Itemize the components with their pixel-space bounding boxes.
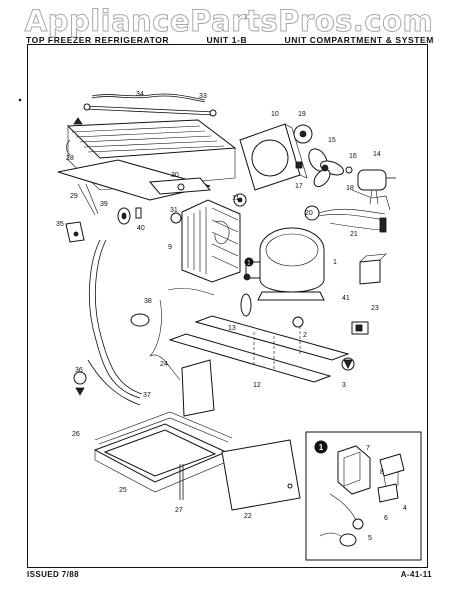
part-drain-31 (170, 212, 182, 224)
part-rack-26 (94, 411, 233, 445)
callout-31: 31 (170, 207, 178, 214)
callout-39: 39 (100, 201, 108, 208)
callout-15: 15 (328, 137, 336, 144)
callout-9: 9 (168, 244, 172, 251)
callout-18: 18 (346, 185, 354, 192)
callout-26: 26 (72, 431, 80, 438)
part-condenser-28 (65, 117, 237, 191)
callout-labels: 34 33 10 19 15 16 14 18 17 28 30 29 11 3… (56, 91, 381, 520)
inset-marker-label: 1 (319, 443, 324, 452)
part-rear-panel-22 (221, 439, 301, 511)
callout-23: 23 (371, 305, 379, 312)
callout-24: 24 (160, 361, 168, 368)
callout-2: 2 (303, 332, 307, 339)
callout-17: 17 (295, 183, 303, 190)
callout-35: 35 (56, 221, 64, 228)
part-start-relay-41 (359, 253, 387, 285)
part-clip-17 (295, 161, 303, 169)
detail-marker-label: 1 (247, 261, 251, 267)
callout-13: 13 (228, 325, 236, 332)
diagram-frame (27, 44, 428, 568)
callout-14: 14 (373, 151, 381, 158)
part-evaporator-9 (181, 199, 241, 283)
part-base-rails-12 (168, 315, 350, 417)
callout-11: 11 (232, 195, 239, 202)
callout-38: 38 (144, 298, 152, 305)
issued-date: ISSUED 7/88 (27, 570, 79, 579)
callout-40: 40 (137, 225, 145, 232)
part-tube-34 (91, 93, 206, 103)
part-tube-27 (179, 464, 184, 500)
part-harness-24 (149, 288, 215, 381)
page-header: TOP FREEZER REFRIGERATOR UNIT 1-B UNIT C… (26, 35, 434, 45)
callout-21: 21 (350, 231, 358, 238)
callout-28: 28 (66, 155, 74, 162)
detail-marker-icon (244, 257, 254, 267)
part-compressor-1 (243, 227, 325, 301)
callout-33: 33 (199, 93, 207, 100)
part-mount-3 (341, 357, 355, 371)
part-drain-pan-25 (93, 423, 228, 493)
callout-41: 41 (342, 295, 350, 302)
header-left: TOP FREEZER REFRIGERATOR (26, 35, 170, 45)
page-number: A-41-11 (400, 570, 432, 579)
part-fan-motor-14 (357, 169, 396, 205)
part-grommet-2 (292, 316, 304, 328)
part-drain-hose-37 (87, 239, 143, 406)
part-wiring-21 (329, 217, 387, 233)
part-bracket-30 (148, 177, 212, 195)
callout-27: 27 (175, 507, 183, 514)
inset-callout-6: 6 (384, 515, 388, 522)
inset-callout-5: 5 (368, 535, 372, 542)
header-right: UNIT COMPARTMENT & SYSTEM (284, 35, 434, 45)
callout-19: 19 (298, 111, 306, 118)
part-screw-40 (135, 207, 142, 219)
callout-1: 1 (333, 259, 337, 266)
callout-25: 25 (119, 487, 127, 494)
callout-36: 36 (75, 367, 83, 374)
part-bracket-19 (293, 124, 313, 144)
part-fan-blade-15 (308, 148, 344, 188)
margin-dot (18, 98, 22, 102)
inset-callout-8: 8 (380, 469, 384, 476)
callout-34: 34 (136, 91, 144, 98)
inset-callout-4: 4 (403, 505, 407, 512)
part-switch-23 (351, 321, 369, 335)
part-grommet-39 (117, 207, 131, 225)
callout-20: 20 (305, 210, 313, 217)
part-fan-shroud-10 (239, 123, 308, 191)
inset-callout-labels: 7 8 4 6 5 (366, 445, 407, 542)
header-middle: UNIT 1-B (206, 35, 248, 45)
inset-callout-7: 7 (366, 445, 370, 452)
part-washer-11 (233, 193, 247, 207)
part-grommet-16 (345, 166, 353, 174)
part-relay-20 (304, 205, 386, 221)
part-overload-13 (240, 293, 252, 317)
callout-30: 30 (171, 172, 179, 179)
inset-detail-1 (305, 431, 422, 561)
callout-16: 16 (349, 153, 357, 160)
part-clamp-38 (130, 313, 150, 327)
part-rod-33 (83, 103, 217, 117)
part-clip-35 (65, 221, 85, 243)
part-fitting-36 (73, 371, 87, 396)
callout-22: 22 (244, 513, 252, 520)
callout-12: 12 (253, 382, 261, 389)
callout-10: 10 (271, 111, 279, 118)
callout-3: 3 (342, 382, 346, 389)
callout-37: 37 (143, 392, 151, 399)
callout-29: 29 (70, 193, 78, 200)
part-bracket-18 (351, 189, 391, 211)
